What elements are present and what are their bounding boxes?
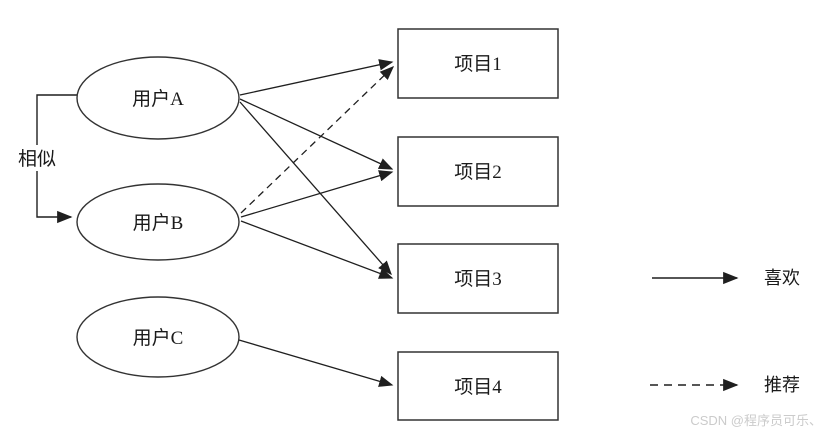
item-node-1: 项目1	[397, 28, 559, 99]
edge-userB-item1-recommend-dashed-arrow	[240, 66, 395, 214]
item-2-box	[397, 136, 559, 207]
edge-userA-item3-like-arrow	[239, 101, 392, 276]
item-4-label: 项目4	[454, 377, 502, 398]
user-B-ellipse	[76, 183, 240, 261]
item-3-box	[397, 243, 559, 314]
item-node-2: 项目2	[397, 136, 559, 207]
user-node-A: 用户A	[76, 56, 240, 140]
user-node-B: 用户B	[76, 183, 240, 261]
similar-label: 相似	[18, 148, 56, 170]
item-4-box	[397, 351, 559, 421]
similar-label-backdrop	[12, 145, 64, 171]
user-A-label: 用户A	[132, 88, 184, 110]
item-3-label: 项目3	[454, 269, 502, 290]
legend-solid-label: 喜欢	[764, 268, 800, 288]
user-B-label: 用户B	[133, 212, 184, 234]
user-C-ellipse	[76, 296, 240, 378]
legend: 喜欢 推荐	[650, 268, 800, 395]
legend-dashed-label: 推荐	[764, 375, 800, 395]
user-node-C: 用户C	[76, 296, 240, 378]
edge-userC-item4-like-arrow	[238, 339, 394, 387]
edge-userA-item1-like-arrow	[239, 59, 394, 96]
item-2-label: 项目2	[454, 162, 502, 183]
user-A-ellipse	[76, 56, 240, 140]
user-C-label: 用户C	[133, 327, 184, 349]
edge-userA-item2-like-arrow	[239, 98, 394, 170]
watermark-text: CSDN @程序员可乐、	[690, 413, 822, 428]
edge-userB-item2-like-arrow	[240, 170, 394, 218]
item-1-box	[397, 28, 559, 99]
item-node-4: 项目4	[397, 351, 559, 421]
item-node-3: 项目3	[397, 243, 559, 314]
item-1-label: 项目1	[454, 54, 502, 75]
edge-userB-item3-like-arrow	[240, 220, 394, 279]
